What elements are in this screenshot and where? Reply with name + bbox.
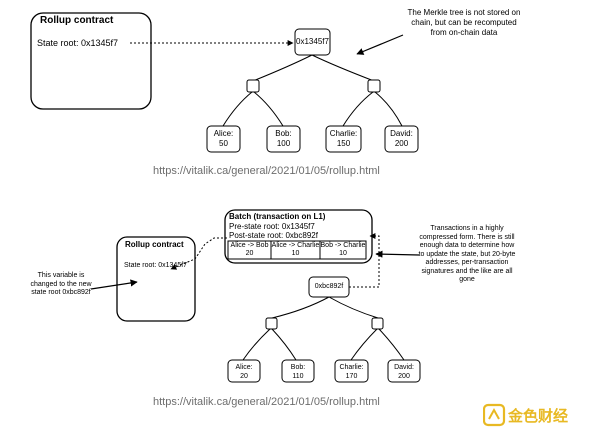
root-to-batch-arrow — [349, 233, 380, 288]
top-leaf-david — [384, 125, 419, 153]
bottom-tree-edge-left-alice — [242, 328, 271, 361]
top-tree-edge-left-bob — [253, 91, 284, 127]
post-state-arrow — [170, 237, 227, 270]
bottom-tree-edge-root-left — [271, 296, 330, 319]
top-leaf-bob-label: Bob:100 — [275, 129, 292, 148]
top-leaf-bob — [266, 125, 301, 153]
bottom-tree-edge-right-david — [378, 328, 405, 361]
bottom-leaf-david-label: David:200 — [394, 364, 414, 380]
variable-note-arrow — [90, 279, 138, 290]
bottom-contract-title: Rollup contract — [125, 240, 184, 249]
bottom-source-url[interactable]: https://vitalik.ca/general/2021/01/05/ro… — [153, 396, 380, 408]
top-tree-edge-right-charlie — [342, 91, 374, 127]
top-merkle-note: The Merkle tree is not stored on chain, … — [407, 8, 521, 37]
bottom-rollup-contract-box — [116, 236, 196, 322]
top-leaf-charlie — [325, 125, 362, 153]
top-source-url[interactable]: https://vitalik.ca/general/2021/01/05/ro… — [153, 165, 380, 177]
top-state-root-label: State root: 0x1345f7 — [37, 38, 119, 48]
top-contract-title: Rollup contract — [40, 15, 114, 26]
bottom-leaf-bob-label: Bob:110 — [290, 364, 306, 380]
jinse-logo-mark-glyph — [488, 407, 500, 420]
top-tree-node-right — [367, 79, 381, 93]
bottom-root-node-label: 0xbc892f — [314, 283, 344, 290]
post-state-root: Post-state root: 0xbc892f — [229, 231, 318, 240]
tx-compression-note: Transactions in a highly compressed form… — [418, 225, 516, 283]
jinse-logo-icon: 金色财经 — [482, 403, 568, 427]
bottom-leaf-charlie — [334, 359, 369, 383]
tx-note-arrow — [375, 250, 420, 258]
top-leaf-charlie-label: Charlie:150 — [329, 129, 358, 148]
top-leaf-alice — [206, 125, 241, 153]
bottom-tree-edge-root-right — [328, 296, 379, 319]
top-tree-edge-root-right — [311, 54, 375, 82]
top-leaf-alice-label: Alice:50 — [213, 129, 234, 148]
top-root-node-label: 0x1345f7 — [296, 37, 329, 46]
variable-change-note: This variable is changed to the new stat… — [30, 272, 92, 296]
bottom-leaf-charlie-label: Charlie:170 — [339, 364, 364, 380]
top-leaf-david-label: David:200 — [390, 129, 413, 148]
bottom-tree-node-right — [371, 317, 384, 330]
bottom-leaf-alice-label: Alice:20 — [235, 364, 253, 380]
top-tree-edge-left-alice — [222, 91, 253, 127]
pre-state-root: Pre-state root: 0x1345f7 — [229, 222, 315, 231]
bottom-tree-edge-right-charlie — [350, 328, 378, 361]
top-tree-edge-root-left — [252, 54, 313, 82]
top-note-arrow — [356, 34, 404, 55]
bottom-tree-node-left — [265, 317, 278, 330]
jinse-logo-watermark: 金色财经 — [482, 401, 595, 431]
bottom-leaf-david — [387, 359, 421, 383]
bottom-state-root-label: State root: 0x1345f7 — [124, 262, 188, 269]
top-tree-edge-right-david — [374, 91, 403, 127]
top-rollup-contract-box — [30, 12, 152, 110]
batch-title: Batch (transaction on L1) — [229, 212, 326, 221]
jinse-logo-mark — [482, 403, 506, 427]
bottom-leaf-bob — [281, 359, 315, 383]
top-tree-node-left — [246, 79, 260, 93]
jinse-logo-text: 金色财经 — [507, 407, 568, 425]
bottom-tree-edge-left-bob — [271, 328, 297, 361]
bottom-leaf-alice — [227, 359, 261, 383]
tx-table — [227, 240, 367, 260]
